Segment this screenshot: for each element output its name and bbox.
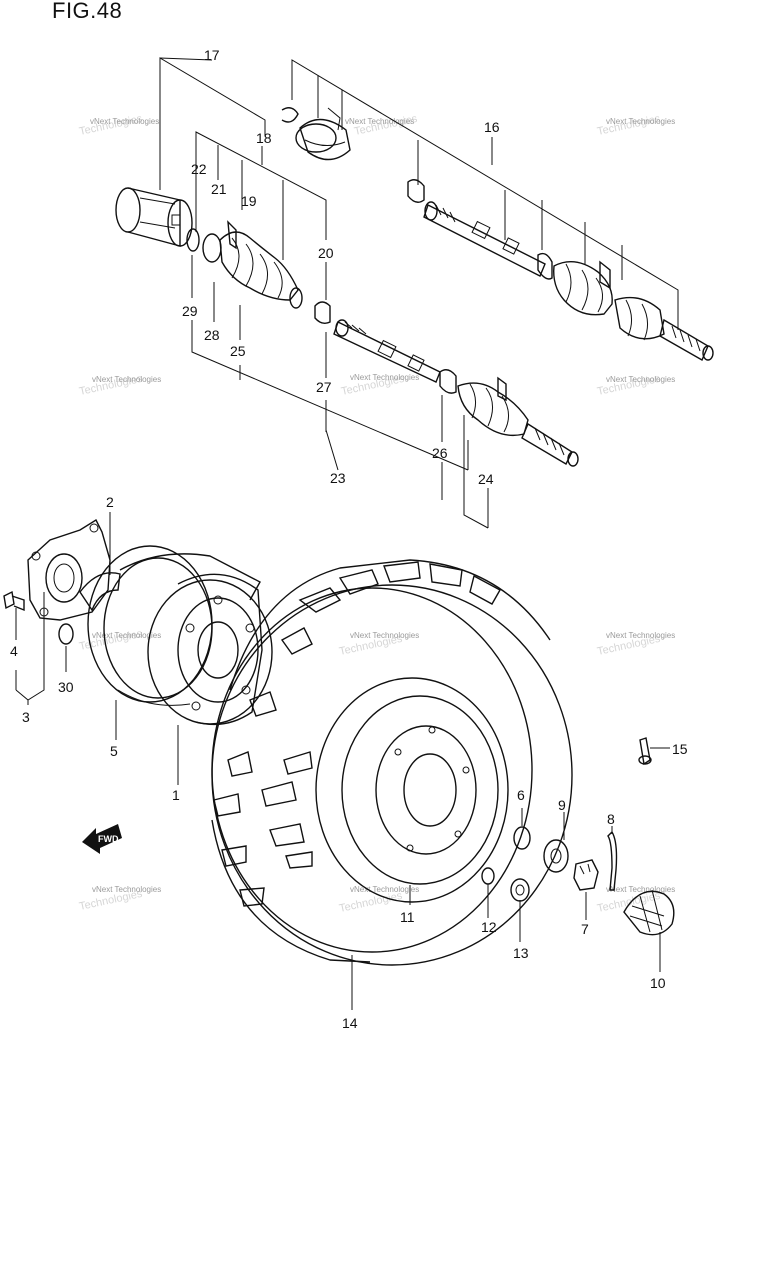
brake-flange [27, 518, 111, 621]
small-parts [481, 737, 675, 972]
stub-shaft [521, 422, 579, 467]
callout-9: 9 [558, 797, 566, 813]
bolt [3, 590, 25, 612]
callout-15: 15 [672, 741, 688, 757]
svg-text:vNext Technologies: vNext Technologies [90, 117, 159, 126]
brake-drum [87, 545, 261, 706]
watermark: Technologies vNext Technologies [596, 885, 675, 915]
watermark: Technologies vNext Technologies [78, 373, 161, 398]
callout-17: 17 [204, 47, 220, 63]
callout-28: 28 [204, 327, 220, 343]
figure-title: FIG.48 [52, 0, 123, 23]
hub-assembly [3, 512, 273, 785]
callout-22: 22 [191, 161, 207, 177]
callout-14: 14 [342, 1015, 358, 1031]
snap-ring [202, 233, 222, 263]
washer [481, 867, 495, 885]
svg-text:vNext Technologies: vNext Technologies [92, 375, 161, 384]
callout-24: 24 [478, 471, 494, 487]
watermark: Technologies vNext Technologies [596, 373, 675, 398]
callout-7: 7 [581, 921, 589, 937]
callout-23: 23 [330, 470, 346, 486]
callout-27: 27 [316, 379, 332, 395]
boot-clamp [439, 369, 457, 394]
callout-21: 21 [211, 181, 227, 197]
callout-6: 6 [517, 787, 525, 803]
right-axle-assembly [281, 107, 714, 361]
svg-text:vNext Technologies: vNext Technologies [350, 631, 419, 640]
tire [211, 559, 573, 966]
washer [513, 826, 531, 850]
boot-clamp [407, 179, 425, 203]
callout-4: 4 [10, 643, 18, 659]
svg-text:vNext Technologies: vNext Technologies [345, 117, 414, 126]
hub-cap [623, 889, 675, 936]
fwd-arrow-icon: FWD [82, 824, 122, 854]
callout-8: 8 [607, 811, 615, 827]
wheel-rim [315, 677, 509, 903]
callout-10: 10 [650, 975, 666, 991]
callout-12: 12 [481, 919, 497, 935]
svg-text:vNext Technologies: vNext Technologies [606, 375, 675, 384]
boot-band-set [281, 107, 351, 161]
inner-boot [457, 376, 529, 437]
watermark: Technologies vNext Technologies [78, 113, 159, 138]
svg-text:vNext Technologies: vNext Technologies [606, 631, 675, 640]
boot [219, 231, 303, 309]
callout-20: 20 [318, 245, 334, 261]
joint-housing [115, 187, 193, 247]
callout-5: 5 [110, 743, 118, 759]
watermark: Technologies vNext Technologies [338, 631, 419, 658]
castle-nut [573, 859, 599, 891]
svg-text:vNext Technologies: vNext Technologies [350, 885, 419, 894]
valve-stem [638, 737, 652, 766]
callouts: 17 18 16 22 21 19 20 29 28 25 27 26 24 2… [10, 47, 688, 1031]
boot-clamp [537, 252, 553, 280]
circlip [186, 228, 200, 252]
drive-shaft-right [423, 201, 546, 277]
drive-shaft [333, 319, 441, 383]
watermark: Technologies vNext Technologies [345, 113, 419, 138]
tread-lugs [213, 561, 501, 907]
callout-2: 2 [106, 494, 114, 510]
callout-26: 26 [432, 445, 448, 461]
callout-1: 1 [172, 787, 180, 803]
svg-text:vNext Technologies: vNext Technologies [350, 373, 419, 382]
svg-text:vNext Technologies: vNext Technologies [92, 885, 161, 894]
fwd-label: FWD [98, 834, 119, 844]
callout-3: 3 [22, 709, 30, 725]
svg-text:vNext Technologies: vNext Technologies [606, 117, 675, 126]
o-ring [58, 623, 74, 645]
boot-clamp [314, 301, 331, 325]
callout-19: 19 [241, 193, 257, 209]
left-axle-assembly [115, 187, 579, 467]
washer [543, 839, 569, 873]
callout-25: 25 [230, 343, 246, 359]
callout-16: 16 [484, 119, 500, 135]
boot-clamp [227, 220, 237, 250]
callout-30: 30 [58, 679, 74, 695]
watermark: Technologies vNext Technologies [78, 885, 161, 913]
callout-18: 18 [256, 130, 272, 146]
callout-29: 29 [182, 303, 198, 319]
callout-11: 11 [400, 909, 415, 925]
wheel-nut [510, 878, 530, 902]
oil-seal [79, 572, 121, 612]
callout-13: 13 [513, 945, 529, 961]
svg-text:vNext Technologies: vNext Technologies [92, 631, 161, 640]
cotter-pin [607, 830, 618, 891]
watermark: Technologies vNext Technologies [596, 631, 675, 658]
outer-boot-right [614, 296, 714, 361]
bracket-lines [159, 57, 679, 529]
svg-text:vNext Technologies: vNext Technologies [606, 885, 675, 894]
watermark: Technologies vNext Technologies [340, 373, 419, 398]
watermark: Technologies vNext Technologies [596, 113, 675, 138]
boot-right [553, 260, 613, 316]
